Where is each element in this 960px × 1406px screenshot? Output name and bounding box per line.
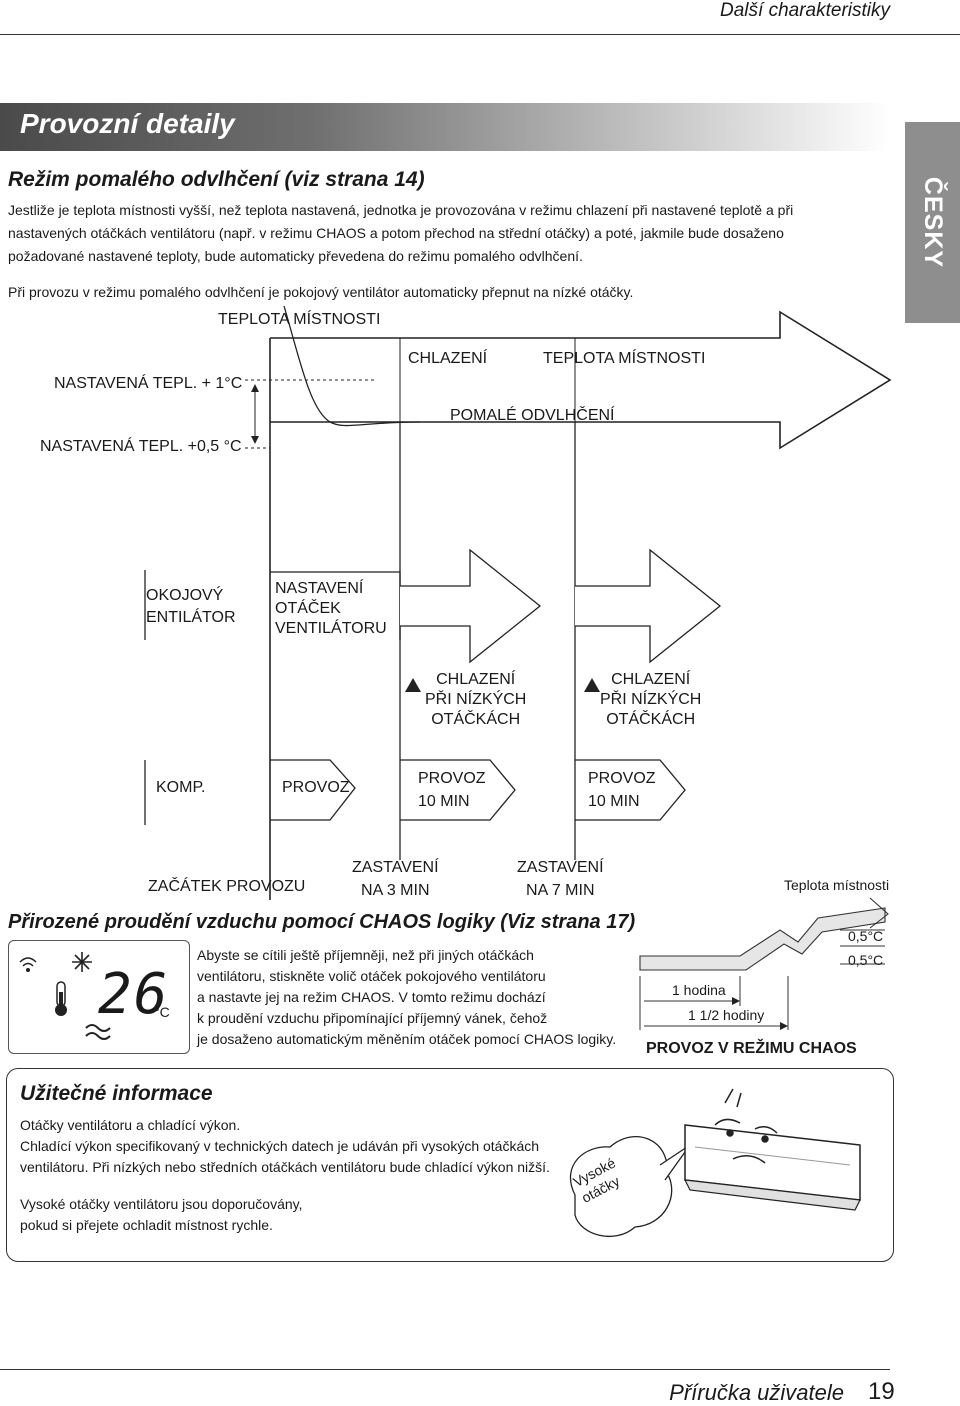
ac-illustration xyxy=(569,1088,861,1237)
info-heading: Užitečné informace xyxy=(20,1082,213,1105)
start-label: ZAČÁTEK PROVOZU xyxy=(148,878,306,895)
info-paragraph: Otáčky ventilátoru a chladící výkon. Chl… xyxy=(20,1115,550,1178)
indoor-fan-line: OKOJOVÝ xyxy=(146,587,224,604)
face-icon xyxy=(714,1118,778,1164)
paragraph-line: Chladící výkon specifikovaný v technický… xyxy=(20,1138,540,1154)
snowflake-icon xyxy=(72,952,92,972)
compressor-arrow-3 xyxy=(575,759,686,821)
stop-line: ZASTAVENÍ xyxy=(517,859,604,876)
temperature-display: 26 xyxy=(98,962,170,1027)
on-10min-label-1: PROVOZ 10 MIN xyxy=(418,767,486,813)
stop-line: ZASTAVENÍ xyxy=(352,859,439,876)
slow-dehum-heading: Režim pomalého odvlhčení (viz strana 14) xyxy=(8,168,425,191)
paragraph-line: Vysoké otáčky ventilátoru jsou doporučov… xyxy=(20,1196,303,1212)
paragraph-line: a nastavte jej na režim CHAOS. V tomto r… xyxy=(197,989,546,1005)
on-10min-line: PROVOZ xyxy=(588,770,656,787)
triangle-icon xyxy=(405,678,421,692)
paragraph-line: ventilátoru, stiskněte volič otáček poko… xyxy=(197,968,546,984)
language-tab-label-wrap: ČESKY xyxy=(905,122,960,323)
room-temp-label: TEPLOTA MÍSTNOSTI xyxy=(543,350,706,367)
compressor-arrow-2 xyxy=(400,759,516,821)
chaos-paragraph: Abyste se cítili ještě příjemněji, než p… xyxy=(197,945,616,1050)
operation-diagram xyxy=(144,305,892,900)
chaos-temp-band xyxy=(639,907,886,971)
fan-setting-line: VENTILÁTORU xyxy=(275,620,387,637)
remote-display xyxy=(8,940,190,1054)
cooling-label: CHLAZENÍ xyxy=(408,350,488,367)
dehum-arrow xyxy=(270,310,892,450)
indoor-fan-label: OKOJOVÝ ENTILÁTOR xyxy=(146,585,236,629)
fan-setting-line: OTÁČEK xyxy=(275,600,341,617)
remote-display-icons xyxy=(19,952,111,1040)
signal-icon xyxy=(19,957,37,972)
page-number: 19 xyxy=(868,1378,895,1405)
fan-swing-icon xyxy=(85,1024,111,1040)
footer-divider xyxy=(0,1369,890,1370)
chaos-graph-caption: PROVOZ V REŽIMU CHAOS xyxy=(646,1040,857,1057)
paragraph-line: ventilátoru. Při nízkých nebo středních … xyxy=(20,1159,550,1175)
fan-setting-label: NASTAVENÍ OTÁČEK VENTILÁTORU xyxy=(275,579,387,639)
low-cool-label-1: CHLAZENÍ PŘI NÍZKÝCH OTÁČKÁCH xyxy=(425,670,526,730)
delta-label: 0,5°C xyxy=(848,952,884,968)
chaos-arrow-head xyxy=(869,897,889,929)
room-temp-axis-label: TEPLOTA MÍSTNOSTI xyxy=(218,311,381,328)
info-box xyxy=(6,1068,894,1262)
compressor-label: KOMP. xyxy=(156,779,206,796)
language-tab-label: ČESKY xyxy=(919,176,948,269)
compressor-arrow-1 xyxy=(270,759,356,821)
slow-dehum-note: Při provozu v režimu pomalého odvlhčení … xyxy=(8,284,634,300)
stop-7min-label: ZASTAVENÍ NA 7 MIN xyxy=(517,856,604,902)
low-cool-line: CHLAZENÍ xyxy=(436,671,516,688)
paragraph-line: požadované nastavené teploty, bude autom… xyxy=(8,248,583,264)
language-tab xyxy=(905,122,960,323)
hour-1-label: 1 hodina xyxy=(672,982,726,998)
header-title: Další charakteristiky xyxy=(720,0,890,21)
low-cool-line: OTÁČKÁCH xyxy=(431,711,521,728)
fan-low-arrow-1 xyxy=(400,548,542,664)
slow-dehum-label: POMALÉ ODVLHČENÍ xyxy=(450,407,615,424)
thermometer-icon xyxy=(55,981,67,1016)
low-cool-label-2: CHLAZENÍ PŘI NÍZKÝCH OTÁČKÁCH xyxy=(600,670,701,730)
paragraph-line: Jestliže je teplota místnosti vyšší, než… xyxy=(8,202,794,218)
on-10min-line: PROVOZ xyxy=(418,770,486,787)
on-10min-label-2: PROVOZ 10 MIN xyxy=(588,767,656,813)
ac-unit-icon xyxy=(683,1124,861,1211)
section-title: Provozní detaily xyxy=(20,108,235,139)
fan-setting-line: NASTAVENÍ xyxy=(275,580,364,597)
slow-dehum-paragraph: Jestliže je teplota místnosti vyšší, než… xyxy=(8,199,793,268)
stop-line: NA 7 MIN xyxy=(526,882,595,899)
on-10min-line: 10 MIN xyxy=(588,793,640,810)
chaos-graph xyxy=(639,897,889,1030)
chaos-heading: Přirozené proudění vzduchu pomocí CHAOS … xyxy=(8,911,636,933)
info-paragraph: Vysoké otáčky ventilátoru jsou doporučov… xyxy=(20,1194,303,1236)
set-plus-1-label: NASTAVENÁ TEPL. + 1°C xyxy=(54,375,243,392)
stop-line: NA 3 MIN xyxy=(361,882,430,899)
fan-low-arrow-2 xyxy=(575,548,722,664)
triangle-icon xyxy=(584,678,600,692)
paragraph-line: pokud si přejete ochladit místnost rychl… xyxy=(20,1217,273,1233)
low-cool-line: PŘI NÍZKÝCH xyxy=(425,691,527,708)
low-cool-line: PŘI NÍZKÝCH xyxy=(600,691,702,708)
paragraph-line: Abyste se cítili ještě příjemněji, než p… xyxy=(197,947,534,963)
paragraph-line: je dosaženo automatickým měněním otáček … xyxy=(197,1031,617,1047)
indoor-fan-line: ENTILÁTOR xyxy=(146,609,236,626)
set-plus-05-label: NASTAVENÁ TEPL. +0,5 °C xyxy=(40,438,242,455)
temperature-unit: °C xyxy=(154,1004,170,1020)
footer-title: Příručka uživatele xyxy=(669,1380,844,1405)
wind-lines-icon xyxy=(724,1088,742,1108)
paragraph-line: k proudění vzduchu připomínající příjemn… xyxy=(197,1010,548,1026)
paragraph-line: Otáčky ventilátoru a chladící výkon. xyxy=(20,1117,241,1133)
hour-15-label: 1 1/2 hodiny xyxy=(688,1007,765,1023)
on-10min-line: 10 MIN xyxy=(418,793,470,810)
low-cool-line: CHLAZENÍ xyxy=(611,671,691,688)
paragraph-line: nastavených otáčkách ventilátoru (např. … xyxy=(8,225,784,241)
header-divider xyxy=(0,34,960,35)
delta-label: 0,5°C xyxy=(848,928,884,944)
temperature-curve xyxy=(283,305,421,427)
section-bar xyxy=(0,103,890,151)
low-cool-line: OTÁČKÁCH xyxy=(606,711,696,728)
chaos-graph-title: Teplota místnosti xyxy=(784,877,890,893)
on-label: PROVOZ xyxy=(282,779,350,796)
stop-3min-label: ZASTAVENÍ NA 3 MIN xyxy=(352,856,439,902)
